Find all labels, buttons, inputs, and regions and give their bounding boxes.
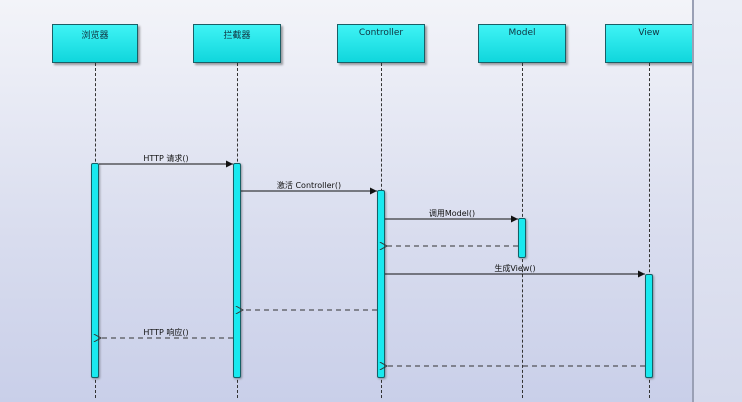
right-side-panel <box>692 0 742 402</box>
message-http-request-label: HTTP 请求() <box>143 154 189 163</box>
lifeline-view <box>649 63 650 398</box>
activation-controller[interactable] <box>377 190 385 378</box>
lifeline-header-view[interactable]: View <box>605 24 693 63</box>
message-invoke-model-label: 调用Model() <box>428 209 476 218</box>
lifeline-header-controller[interactable]: Controller <box>337 24 425 63</box>
lifeline-header-browser[interactable]: 浏览器 <box>52 24 138 63</box>
message-activate-controller-label: 激活 Controller() <box>276 181 342 190</box>
message-http-response-label: HTTP 响应() <box>143 328 189 337</box>
activation-view[interactable] <box>645 274 653 378</box>
lifeline-header-model[interactable]: Model <box>478 24 566 63</box>
activation-browser[interactable] <box>91 163 99 378</box>
message-generate-view-label: 生成View() <box>494 264 536 273</box>
activation-model[interactable] <box>518 218 526 258</box>
activation-interceptor[interactable] <box>233 163 241 378</box>
lifeline-header-interceptor[interactable]: 拦截器 <box>193 24 281 63</box>
